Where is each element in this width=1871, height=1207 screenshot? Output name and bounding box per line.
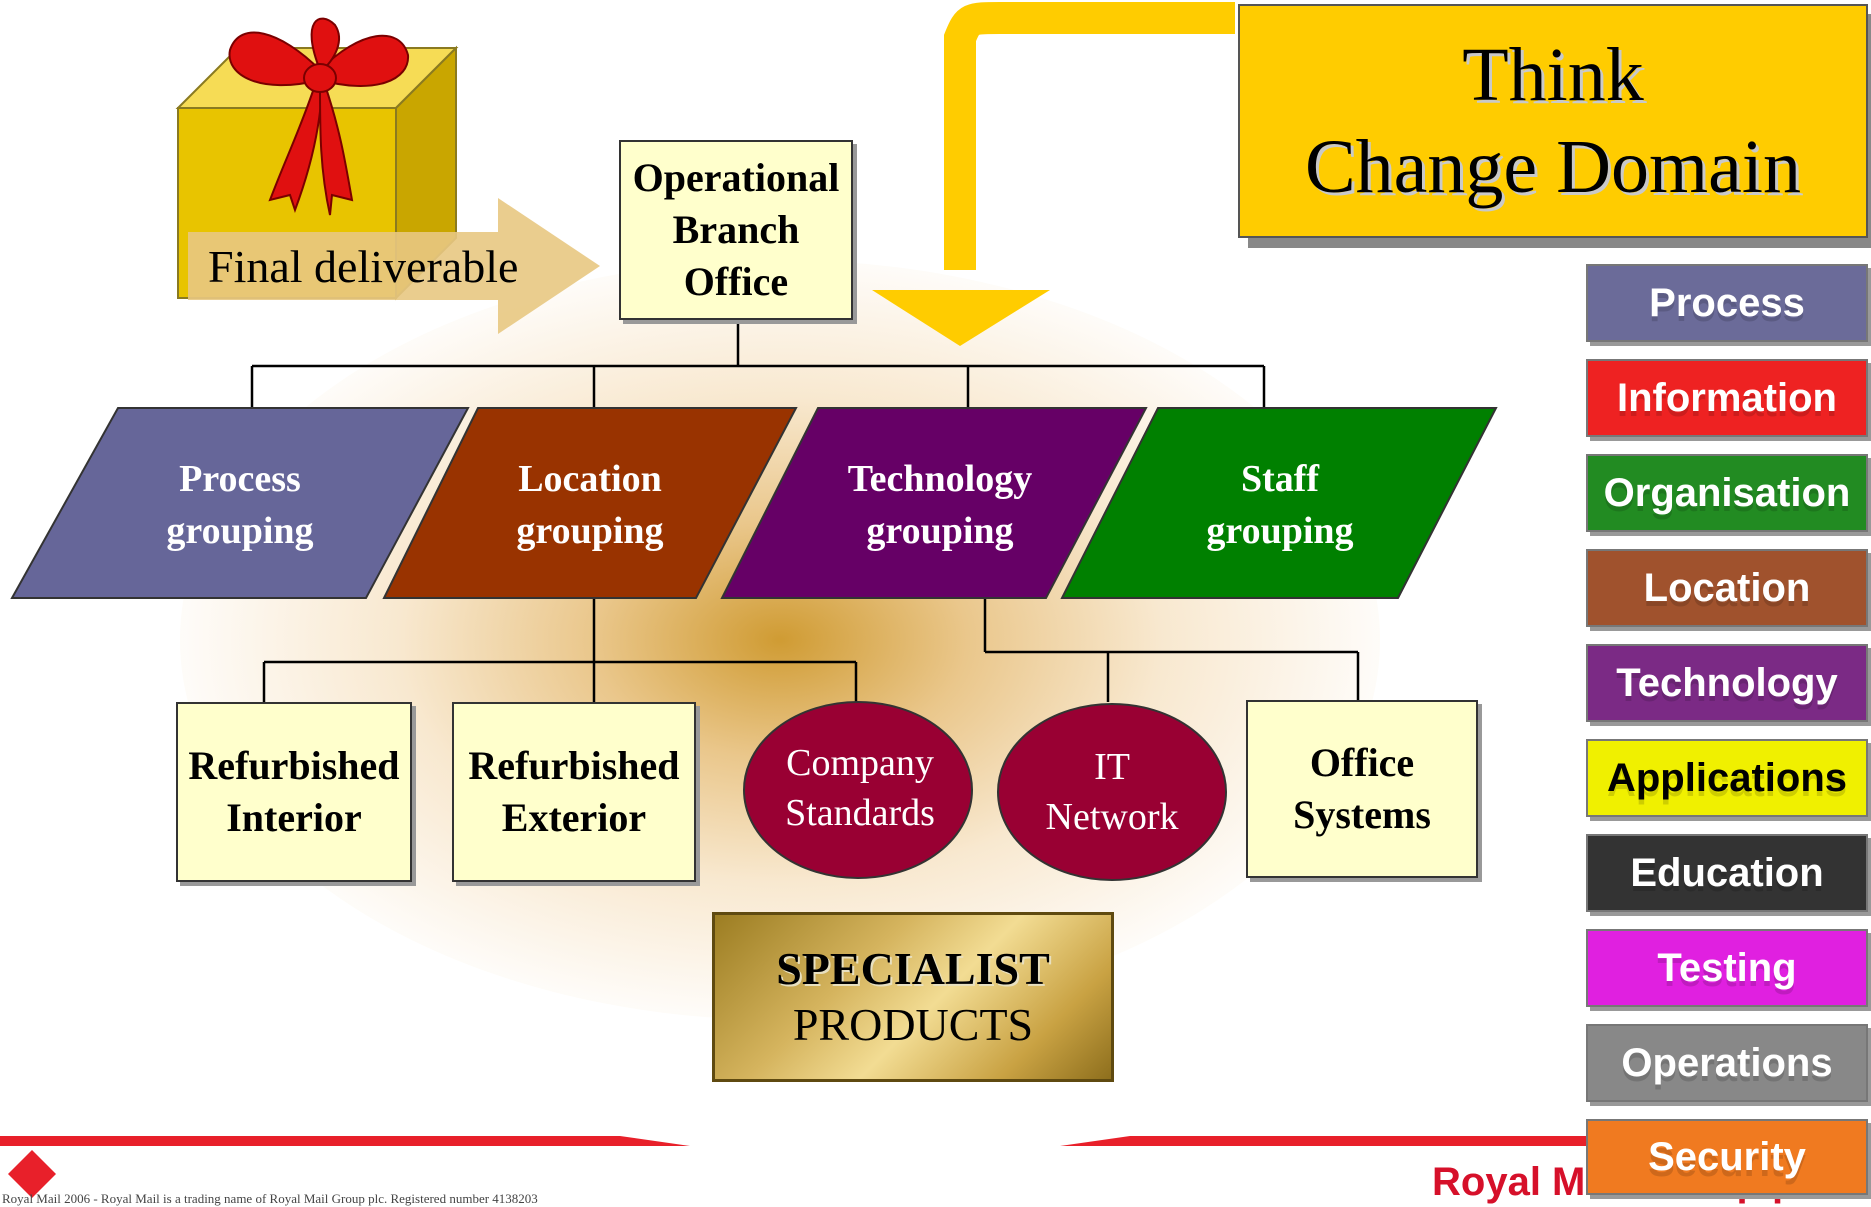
specialist-label: SPECIALIST [776, 943, 1050, 994]
it-network-label: IT Network [1045, 746, 1179, 838]
specialist-products-box: SPECIALIST PRODUCTS [712, 912, 1114, 1082]
location-grouping-shape [382, 407, 798, 599]
domain-technology-button[interactable]: Technology [1586, 644, 1868, 722]
technology-grouping-label: Technology grouping [847, 458, 1033, 552]
refurbished-interior-box: Refurbished Interior [176, 702, 412, 882]
domain-operations-button[interactable]: Operations [1586, 1024, 1868, 1102]
domain-security-button[interactable]: Security [1586, 1119, 1868, 1195]
process-grouping-shape [10, 407, 470, 599]
think-change-domain-title: Think Change Domain [1238, 4, 1868, 238]
domain-education-button[interactable]: Education [1586, 834, 1868, 912]
it-network-oval [997, 703, 1227, 881]
products-label: PRODUCTS [792, 999, 1034, 1050]
final-deliverable-label: Final deliverable [208, 241, 519, 292]
background-glow [180, 260, 1380, 1020]
refurbished-exterior-box: Refurbished Exterior [452, 702, 696, 882]
technology-grouping-shape [720, 407, 1148, 599]
office-systems-box: Office Systems [1246, 700, 1478, 878]
deliverable-arrow-icon [188, 198, 600, 334]
company-standards-oval [743, 701, 973, 879]
footer-copyright: Royal Mail 2006 - Royal Mail is a tradin… [2, 1191, 538, 1206]
domain-applications-button[interactable]: Applications [1586, 739, 1868, 817]
curved-arrow-icon [872, 1, 1235, 346]
company-standards-label: Company Standards [785, 742, 935, 834]
staff-grouping-shape [1060, 407, 1498, 599]
domain-testing-button[interactable]: Testing [1586, 929, 1868, 1007]
domain-organisation-button[interactable]: Organisation [1586, 454, 1868, 532]
operational-branch-office-box: Operational Branch Office [619, 140, 853, 320]
domain-information-button[interactable]: Information [1586, 359, 1868, 437]
groupings-shapes [10, 407, 1498, 599]
staff-grouping-label: Staff grouping [1206, 458, 1354, 552]
location-grouping-label: Location grouping [516, 458, 664, 552]
domain-location-button[interactable]: Location [1586, 549, 1868, 627]
process-grouping-label: Process grouping [166, 458, 314, 552]
domain-process-button[interactable]: Process [1586, 264, 1868, 342]
footer-band [0, 1136, 1600, 1198]
royal-mail-diamond-icon [8, 1150, 56, 1198]
